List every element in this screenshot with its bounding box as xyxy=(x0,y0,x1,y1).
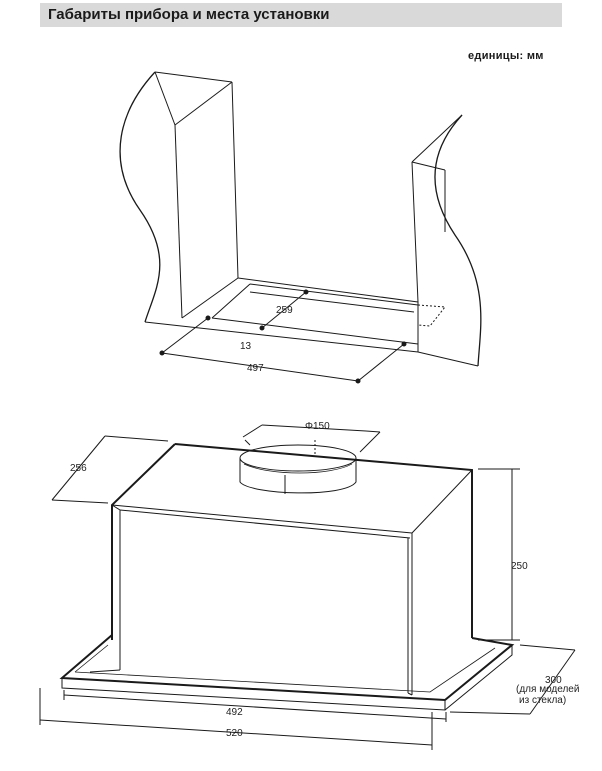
height-label: 250 xyxy=(511,561,528,572)
units-text: единицы xyxy=(468,50,520,62)
panel-depth-label: 300 xyxy=(545,675,562,686)
cabinet-right-break xyxy=(434,114,482,367)
section-header: Габариты прибора и места установки xyxy=(40,3,562,27)
cutout-dimensions xyxy=(159,289,407,384)
duct-collar xyxy=(239,440,357,494)
units-label: единицы: мм xyxy=(468,50,544,62)
section-title: Габариты прибора и места установки xyxy=(48,6,330,23)
panel-note-line1: (для моделей xyxy=(516,684,579,695)
cabinet-left-top xyxy=(154,71,233,83)
hood-body xyxy=(59,443,515,711)
units-separator: : xyxy=(519,50,524,62)
cutout-offset-label: 13 xyxy=(240,341,252,352)
duct-diameter-label: Φ150 xyxy=(305,421,330,432)
cutout-depth-label: 259 xyxy=(276,305,293,316)
hood-dimensions xyxy=(39,424,576,750)
cutout-width-label: 497 xyxy=(247,363,264,374)
body-width-label: 492 xyxy=(226,707,243,718)
hood-top-outline xyxy=(174,443,473,638)
cabinet-niche xyxy=(119,71,482,367)
units-value: мм xyxy=(526,50,544,62)
bottom-panel xyxy=(59,634,515,702)
body-depth-label: 256 xyxy=(70,463,87,474)
panel-note-line2: из стекла) xyxy=(519,695,566,706)
cutout-outline xyxy=(211,283,419,345)
cabinet-left-break xyxy=(119,71,161,323)
panel-width-label: 520 xyxy=(226,728,243,739)
